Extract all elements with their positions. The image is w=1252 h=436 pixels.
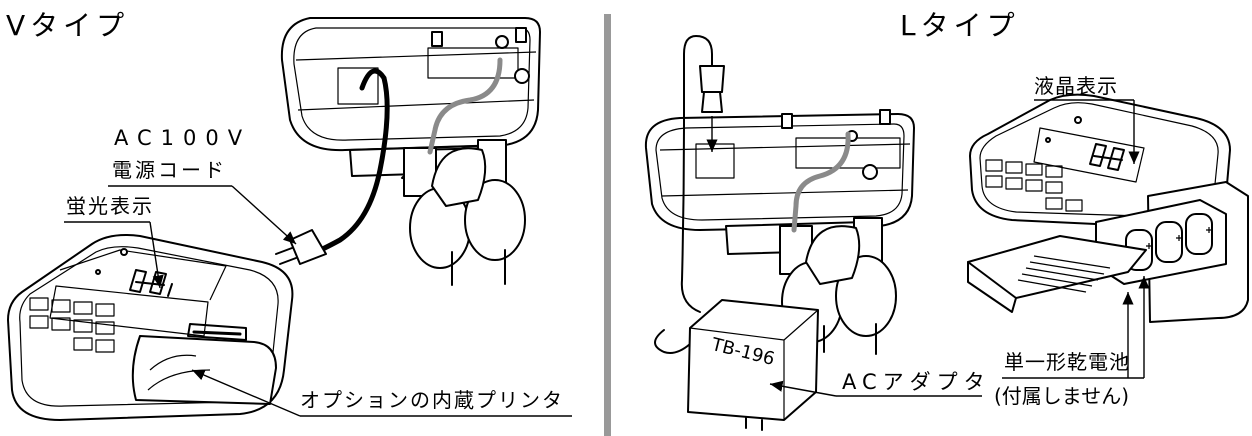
lcd-digits <box>1089 143 1125 171</box>
l-type-main-unit <box>967 93 1249 323</box>
l-type-title: Lタイプ <box>900 9 1020 42</box>
v-type-title: Vタイプ <box>6 9 130 42</box>
left-callouts <box>64 185 572 417</box>
ac100v-label: AC100V <box>114 126 252 150</box>
printer-label: オプションの内蔵プリンタ <box>300 388 564 412</box>
signal-cable <box>427 57 503 155</box>
ac-adapter-label: ACアダプタ <box>842 370 991 394</box>
adapter-cord <box>654 35 725 354</box>
power-cord-label: 電源コード <box>112 158 227 182</box>
right-callouts <box>769 99 1150 397</box>
fluorescent-display-label: 蛍光表示 <box>66 194 154 218</box>
battery-note-label: (付属しません) <box>994 384 1130 408</box>
v-type-main-unit <box>7 234 294 421</box>
knob-left <box>431 27 527 47</box>
l-signal-cable <box>791 131 851 233</box>
ac100v-power-cord <box>275 68 390 265</box>
panel-divider <box>604 14 611 436</box>
v-type-keypad <box>29 297 115 353</box>
battery-label: 単一形乾電池 <box>1004 350 1130 374</box>
battery-cover <box>967 235 1147 313</box>
l-type-stand <box>725 217 897 355</box>
v-type-stand <box>349 139 526 286</box>
l-type-display-head <box>644 109 915 231</box>
l-type-keypad <box>985 159 1083 212</box>
lcd-display-label: 液晶表示 <box>1034 74 1118 98</box>
v-type-display-head <box>280 17 541 152</box>
